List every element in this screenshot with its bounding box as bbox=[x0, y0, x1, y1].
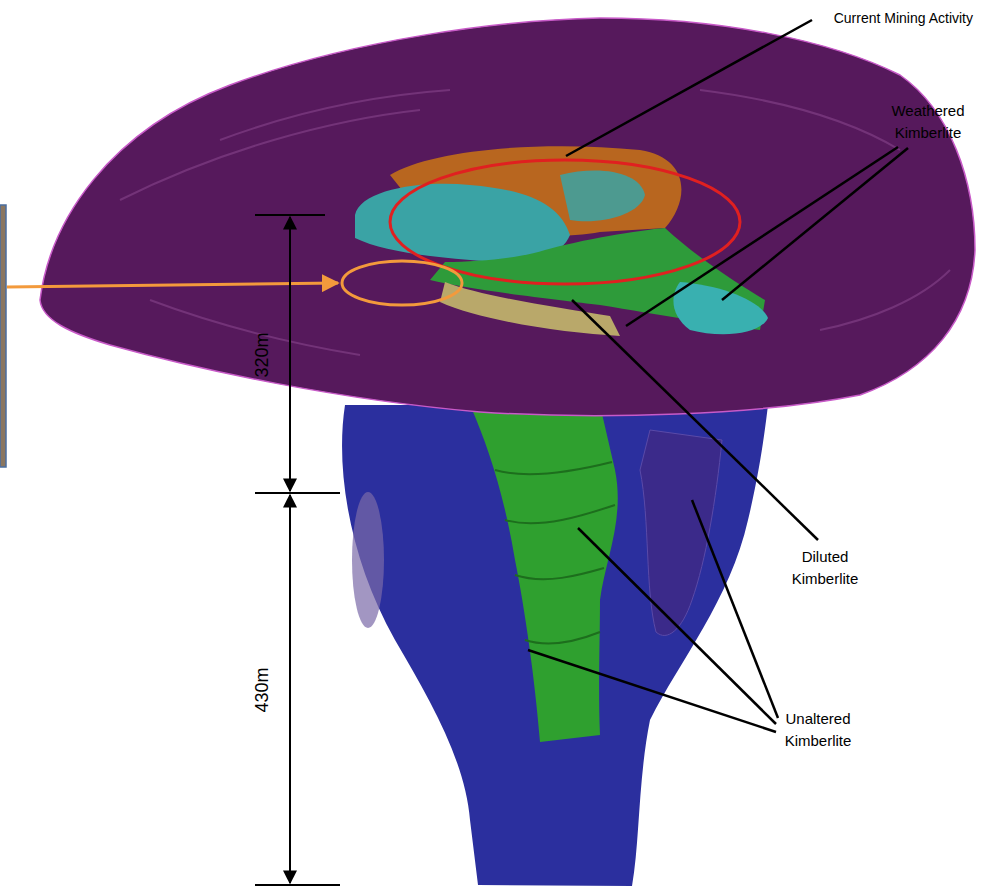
photo-location-ellipse bbox=[342, 261, 462, 305]
weathered-kimberlite-zone bbox=[440, 282, 620, 336]
photo-pointer-arrow bbox=[7, 283, 338, 287]
pipe-highlight bbox=[352, 492, 384, 628]
weathered-kimberlite-zone bbox=[673, 282, 768, 334]
dimension-label: 320m bbox=[249, 332, 275, 377]
leader-lines bbox=[528, 20, 908, 732]
weathered-kimberlite-zone bbox=[355, 184, 570, 262]
callout-label: Unaltered Kimberlite bbox=[772, 708, 864, 752]
unaltered-kimberlite-body bbox=[342, 405, 768, 886]
pipe-lobe bbox=[640, 430, 722, 635]
open-pit-shell bbox=[40, 18, 975, 416]
core-bands bbox=[495, 462, 615, 643]
callout-label: Current Mining Activity bbox=[834, 8, 973, 28]
pit-benches bbox=[120, 90, 950, 355]
dimension-label: 430m bbox=[249, 667, 275, 712]
dimension-lines bbox=[255, 215, 340, 885]
weathered-kimberlite-zone bbox=[560, 171, 645, 222]
green-core bbox=[470, 405, 618, 742]
callout-label: Diluted Kimberlite bbox=[784, 546, 866, 590]
photo-inset bbox=[0, 205, 6, 467]
callout-label: Weathered Kimberlite bbox=[882, 100, 974, 144]
